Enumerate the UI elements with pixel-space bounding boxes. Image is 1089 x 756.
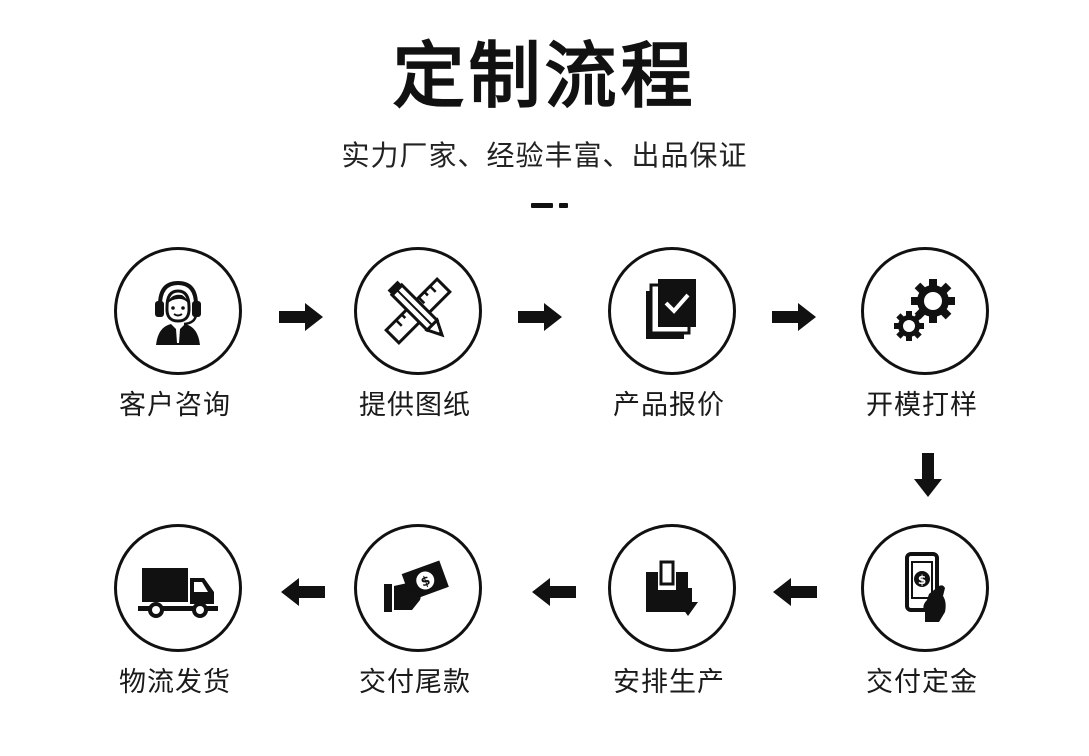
step-label: 客户咨询	[119, 390, 231, 421]
step-label: 产品报价	[613, 390, 725, 421]
arrow-left-icon	[530, 576, 578, 608]
step-label: 开模打样	[866, 390, 978, 421]
step-circle: $	[861, 524, 989, 652]
arrow-right-icon	[770, 301, 818, 333]
step-circle	[354, 247, 482, 375]
arrow-down-icon	[912, 451, 944, 499]
arrow-left-icon	[279, 576, 327, 608]
page-subtitle: 实力厂家、经验丰富、出品保证	[341, 139, 748, 172]
step-customer-consult: 客户咨询	[97, 247, 257, 447]
divider-dash-long	[531, 203, 553, 208]
page-title: 定制流程	[392, 34, 697, 118]
step-label: 安排生产	[613, 667, 725, 698]
divider-dash-short	[559, 203, 568, 208]
hand-money-icon: $	[384, 560, 449, 612]
document-check-icon	[646, 279, 696, 339]
step-mold-sample: 开模打样	[844, 247, 1004, 447]
step-logistics-shipping: 物流发货	[97, 524, 257, 724]
step-product-quote: 产品报价	[591, 247, 751, 447]
step-provide-drawings: 提供图纸	[337, 247, 497, 447]
truck-icon	[138, 568, 218, 618]
arrow-right-icon	[277, 301, 325, 333]
step-circle	[861, 247, 989, 375]
phone-payment-icon: $	[905, 552, 946, 622]
customer-service-icon	[155, 280, 201, 345]
arrow-right-icon	[516, 301, 564, 333]
step-label: 物流发货	[119, 667, 231, 698]
step-circle	[114, 247, 242, 375]
ruler-pencil-icon	[384, 277, 452, 345]
step-arrange-production: 安排生产	[591, 524, 751, 724]
step-circle: $	[354, 524, 482, 652]
production-box-icon	[646, 560, 698, 616]
step-label: 提供图纸	[359, 390, 471, 421]
step-circle	[608, 247, 736, 375]
step-label: 交付定金	[866, 667, 978, 698]
gears-icon	[894, 279, 955, 341]
step-pay-deposit: $ 交付定金	[844, 524, 1004, 724]
arrow-left-icon	[771, 576, 819, 608]
step-circle	[114, 524, 242, 652]
step-label: 交付尾款	[359, 667, 471, 698]
step-circle	[608, 524, 736, 652]
step-pay-balance: $ 交付尾款	[337, 524, 497, 724]
svg-text:$: $	[918, 573, 926, 587]
